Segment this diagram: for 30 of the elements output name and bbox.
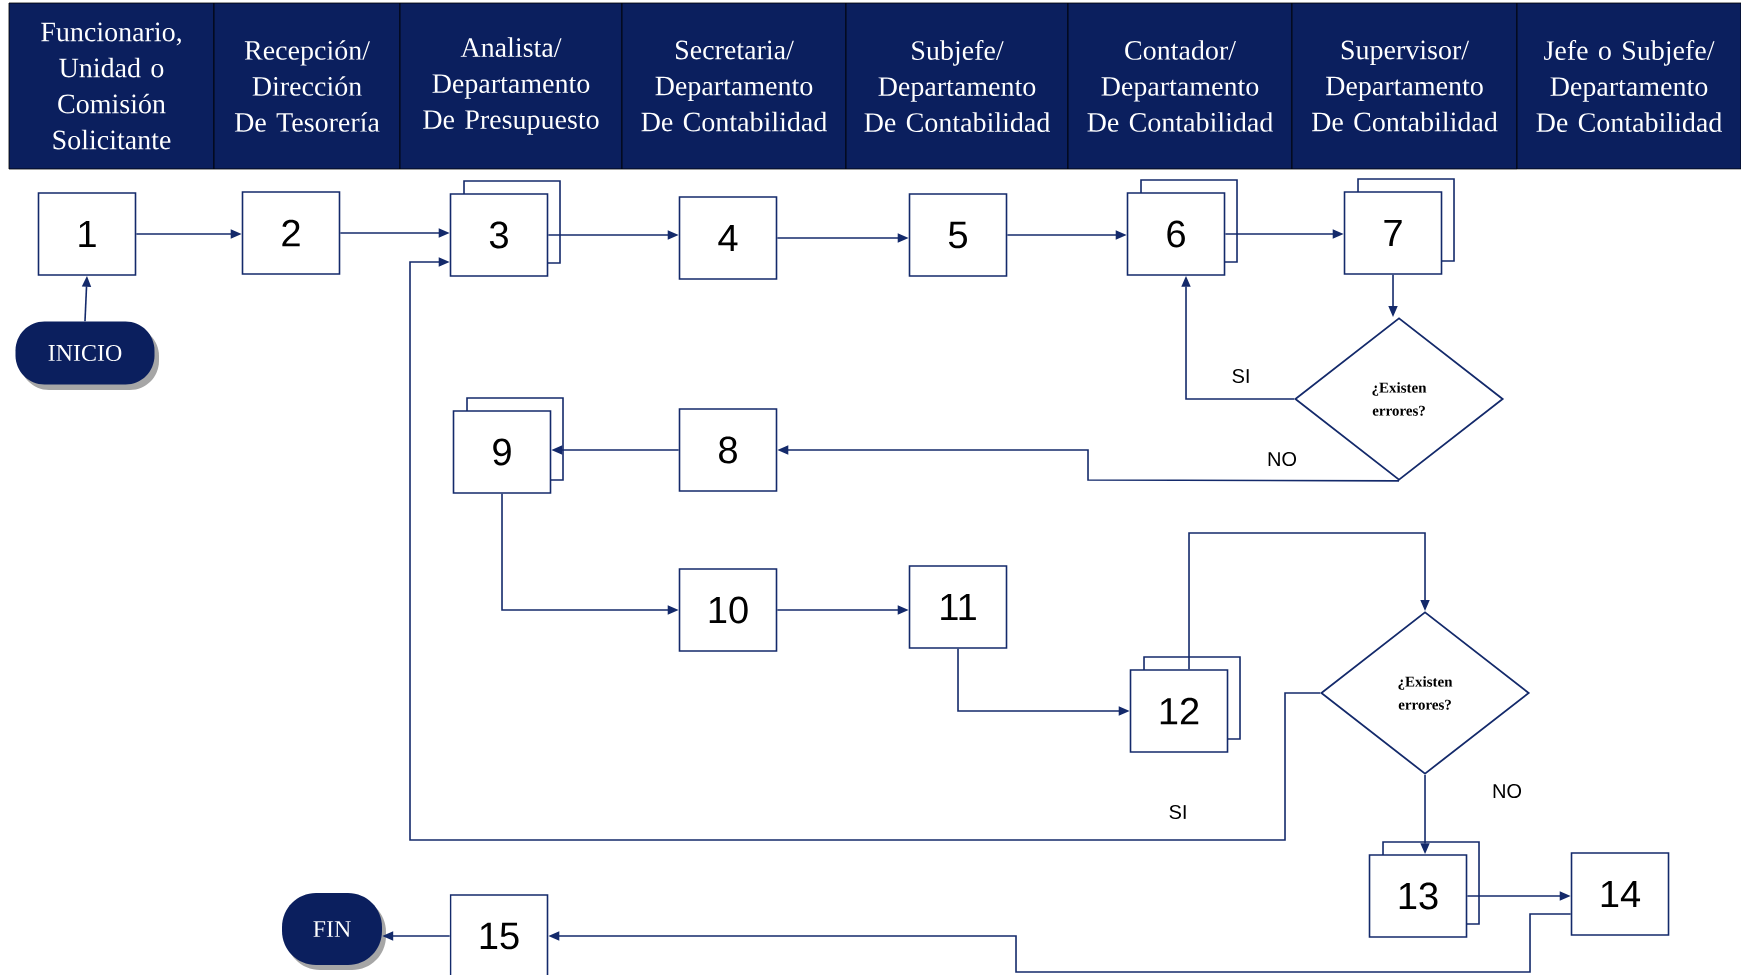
stacked-document-box: 12 bbox=[1129, 656, 1241, 753]
edge-label: SI bbox=[1229, 366, 1253, 386]
edge-label: NO bbox=[1490, 781, 1524, 801]
process-box: 2 bbox=[241, 191, 341, 275]
column-header: Jefe o Subjefe/ Departamento De Contabilidad bbox=[1516, 2, 1741, 170]
process-box: 1 bbox=[37, 192, 137, 276]
column-header: Recepción/ Dirección De Tesorería bbox=[213, 2, 401, 170]
stacked-document-box: 13 bbox=[1368, 841, 1480, 938]
process-box: 8 bbox=[678, 408, 778, 492]
column-header: Secretaria/ Departamento De Contabilidad bbox=[621, 2, 847, 170]
stacked-document-box: 3 bbox=[449, 180, 561, 277]
stacked-document-box: 6 bbox=[1126, 179, 1238, 276]
column-header: Supervisor/ Departamento De Contabilidad bbox=[1291, 2, 1518, 170]
column-header: Funcionario, Unidad o Comisión Solicitante bbox=[8, 2, 215, 170]
process-box: 15 bbox=[449, 894, 549, 975]
column-header: Contador/ Departamento De Contabilidad bbox=[1067, 2, 1293, 170]
stacked-document-box: 9 bbox=[452, 397, 564, 494]
arrow bbox=[1188, 532, 1430, 670]
process-box: 14 bbox=[1570, 852, 1670, 936]
start-terminal: INICIO bbox=[15, 321, 159, 390]
stacked-document-box: 7 bbox=[1343, 178, 1455, 275]
process-box: 4 bbox=[678, 196, 778, 280]
column-header: Subjefe/ Departamento De Contabilidad bbox=[845, 2, 1069, 170]
end-terminal: FIN bbox=[282, 893, 386, 970]
edge-label: SI bbox=[1166, 802, 1190, 822]
process-box: 11 bbox=[908, 565, 1008, 649]
arrow bbox=[409, 257, 1321, 841]
column-header: Analista/ Departamento De Presupuesto bbox=[399, 2, 623, 170]
process-box: 5 bbox=[908, 193, 1008, 277]
process-box: 10 bbox=[678, 568, 778, 652]
